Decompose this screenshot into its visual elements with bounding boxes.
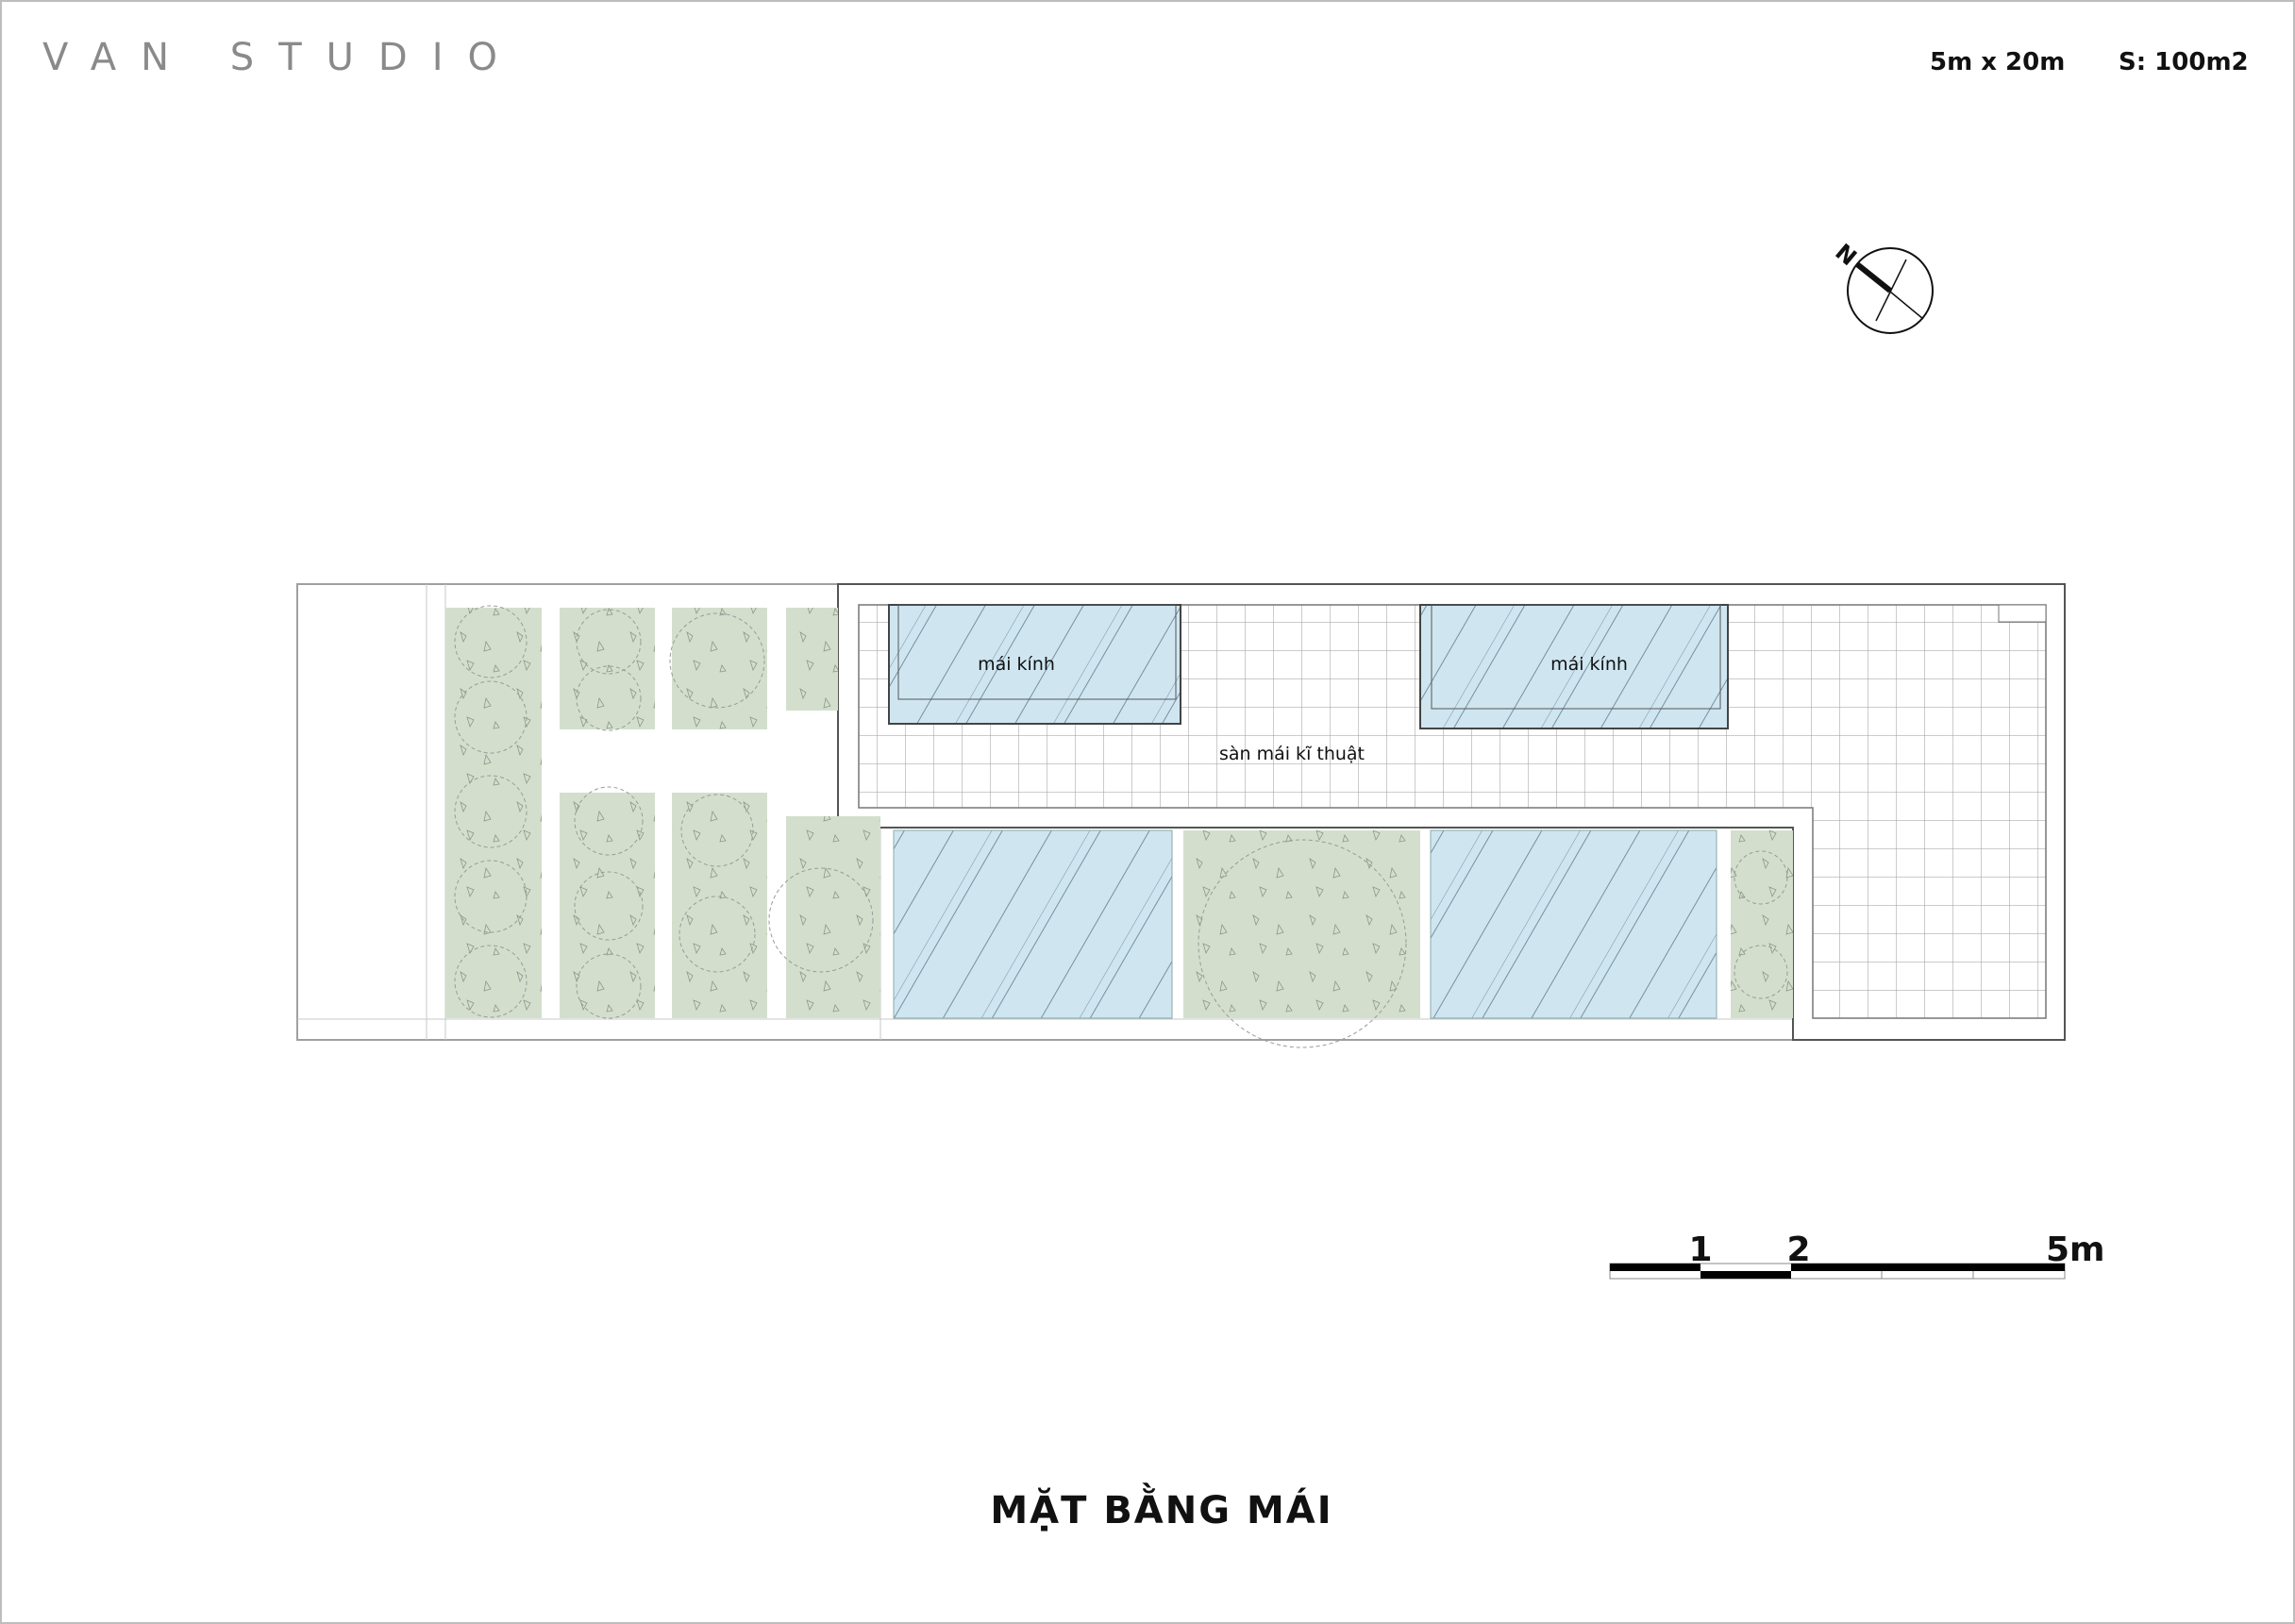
lot-dimensions: 5m x 20m [1930, 48, 2065, 76]
north-arrow-icon: N [1830, 239, 1934, 334]
glass-roof-label-2: mái kính [1550, 654, 1628, 675]
glass-skylight-1 [893, 829, 1173, 1019]
glass-roof-2 [1419, 604, 1729, 729]
technical-roof-label: sàn mái kĩ thuật [1219, 744, 1365, 764]
brand-title: VAN STUDIO [42, 36, 522, 79]
scale-label-2: 2 [1786, 1231, 1810, 1269]
glass-roof-1 [888, 604, 1181, 725]
scale-label-1: 1 [1688, 1231, 1712, 1269]
glass-roof-label-1: mái kính [978, 654, 1055, 675]
drawing-title: MẶT BẰNG MÁI [990, 1482, 1332, 1532]
greenery [445, 605, 1793, 1048]
lot-area: S: 100m2 [2119, 48, 2249, 76]
glass-skylight-2 [1430, 829, 1717, 1019]
roof-plan: mái kính mái kính sàn mái kĩ thuật [296, 583, 2066, 1048]
scale-label-5m: 5m [2046, 1231, 2105, 1269]
scale-bar: 1 2 5m [1609, 1231, 2105, 1280]
